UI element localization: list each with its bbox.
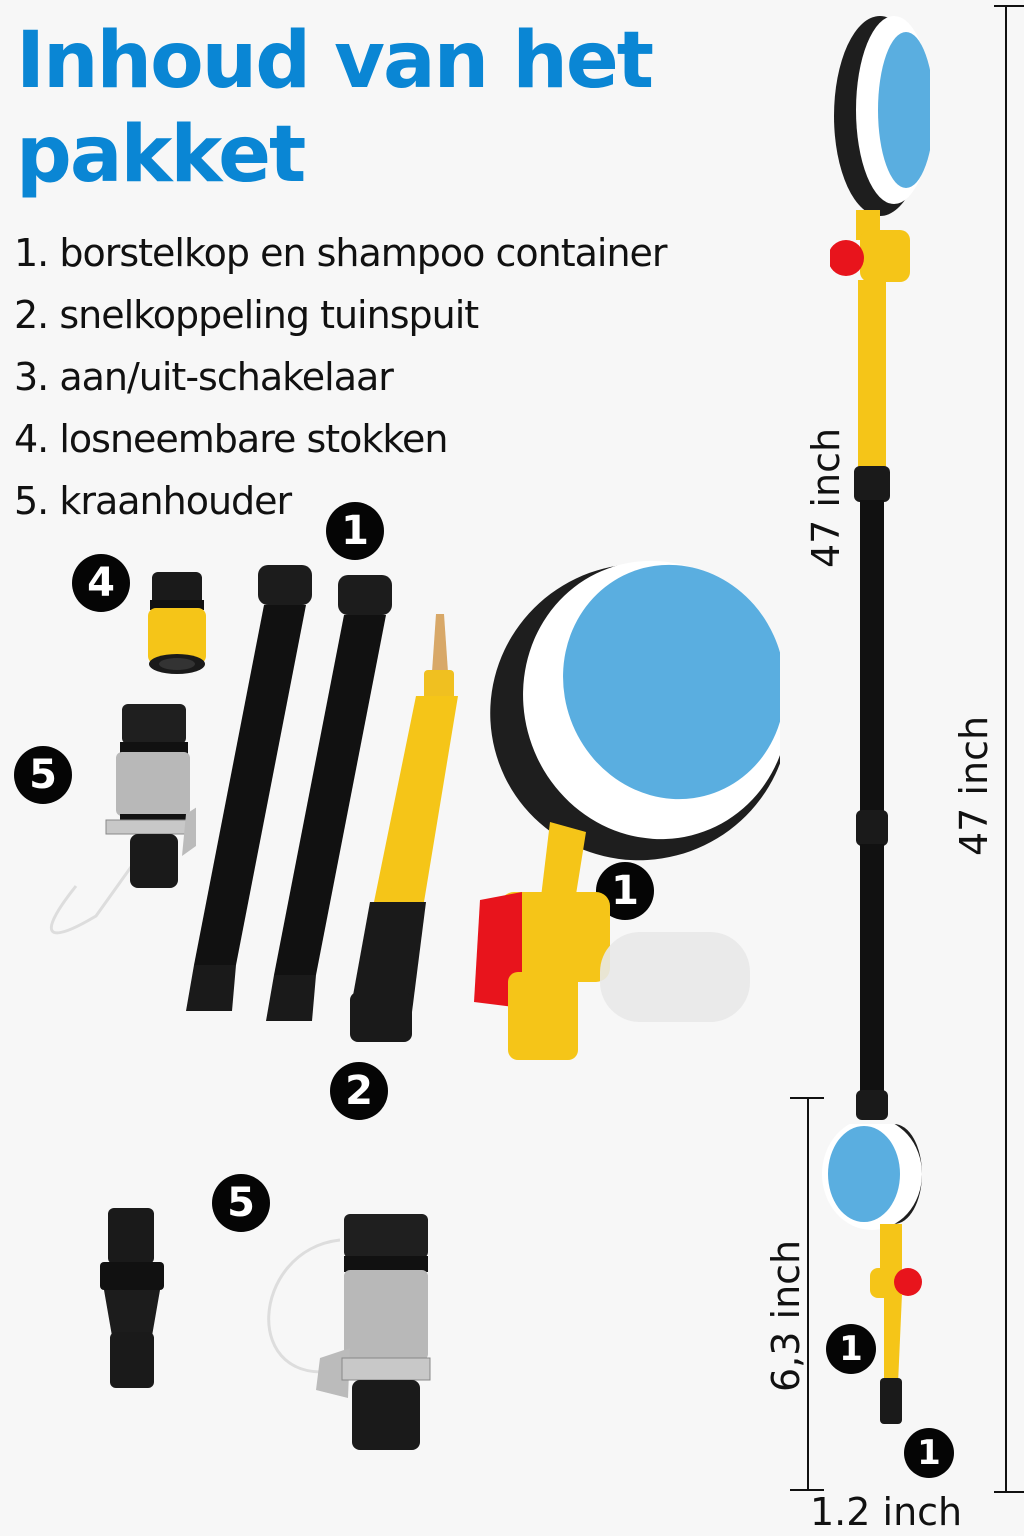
badge-switch-handle: 2 bbox=[330, 1062, 388, 1120]
switch-handle-image bbox=[340, 612, 460, 1052]
badge-coupler: 4 bbox=[72, 554, 130, 612]
dimension-label-total: 47 inch bbox=[952, 715, 996, 856]
badge-poles: 1 bbox=[326, 502, 384, 560]
list-item: 2. snelkoppeling tuinspuit bbox=[14, 293, 479, 337]
badge-tap-holder: 5 bbox=[14, 746, 72, 804]
dimension-label-width: 1.2 inch bbox=[810, 1490, 963, 1534]
hose-connector-image bbox=[98, 1206, 168, 1396]
tap-holder-image-2 bbox=[250, 1210, 440, 1460]
tap-holder-image bbox=[36, 696, 196, 936]
dimension-line-head bbox=[790, 1090, 830, 1500]
assembled-brush-image bbox=[830, 10, 930, 1130]
badge-assembly-b: 1 bbox=[904, 1428, 954, 1478]
page-title: Inhoud van het pakket bbox=[16, 16, 654, 200]
badge-tap-holder-2: 5 bbox=[212, 1174, 270, 1232]
brush-head-image bbox=[460, 532, 780, 1072]
list-item: 1. borstelkop en shampoo container bbox=[14, 231, 668, 275]
extension-pole-image bbox=[256, 575, 396, 1055]
dimension-label-pole: 47 inch bbox=[804, 427, 848, 568]
badge-assembly-a: 1 bbox=[826, 1324, 876, 1374]
brush-head-small-image bbox=[814, 1124, 934, 1424]
extension-pole-image bbox=[176, 565, 316, 1045]
dimension-label-height: 6,3 inch bbox=[764, 1239, 808, 1392]
list-item: 3. aan/uit-schakelaar bbox=[14, 355, 394, 399]
quick-coupler-image bbox=[146, 570, 208, 678]
list-item: 4. losneembare stokken bbox=[14, 417, 449, 461]
list-item: 5. kraanhouder bbox=[14, 479, 292, 523]
contents-list: 1. borstelkop en shampoo container 2. sn… bbox=[14, 222, 668, 532]
dimension-line-total bbox=[994, 4, 1024, 1504]
